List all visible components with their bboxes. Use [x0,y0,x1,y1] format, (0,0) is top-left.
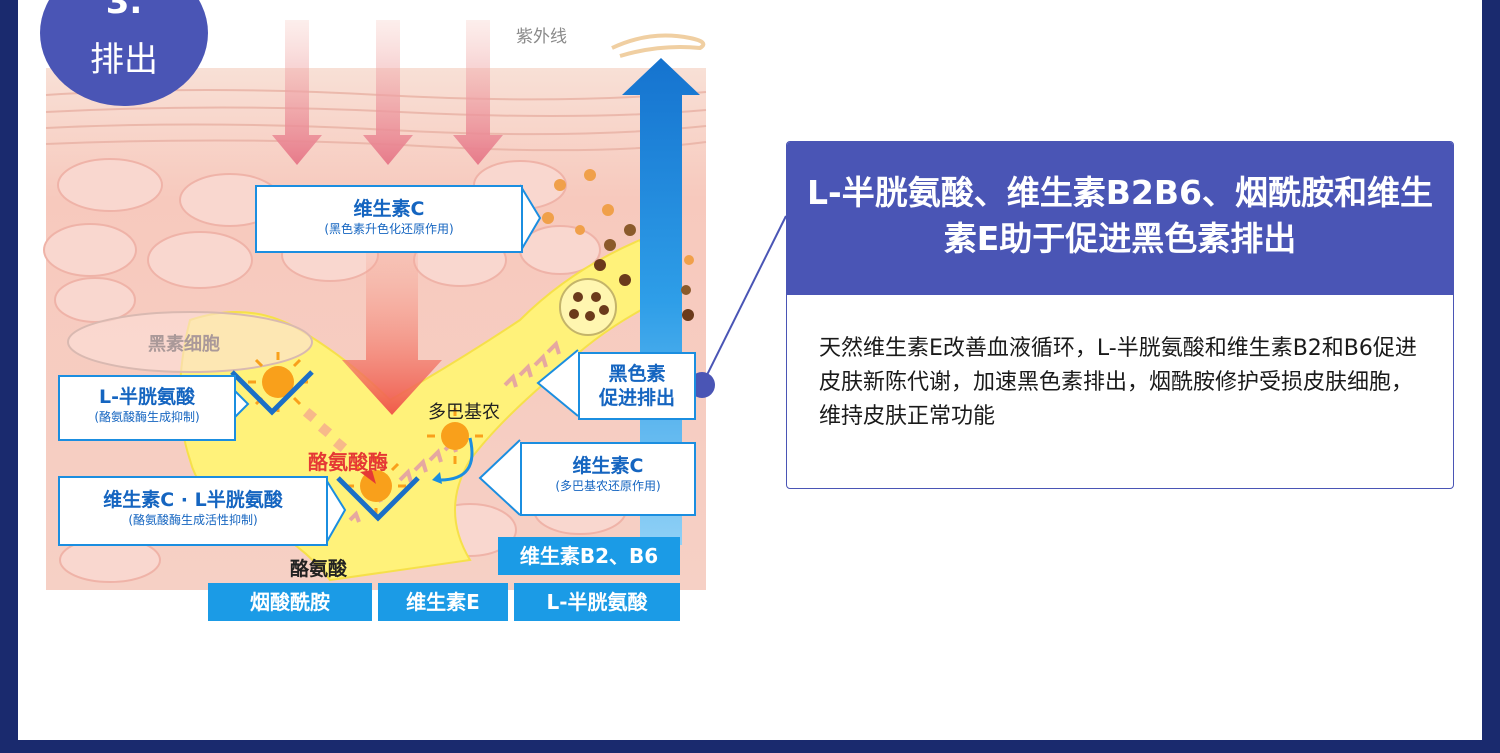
melanin-out-box: 黑色素 促进排出 [578,352,696,420]
panel-connector [701,215,787,386]
vitc-top-sub: (黑色素升色化还原作用) [324,222,454,236]
vitamin-b-tag: 维生素B2、B6 [498,537,680,575]
vitc-top-box: 维生素C (黑色素升色化还原作用) [255,185,523,253]
vitc-top-main: 维生素C [353,198,425,220]
tyrosine-label: 酪氨酸 [290,558,348,580]
melanocyte-outline [67,311,313,373]
info-panel-body: 天然维生素E改善血液循环，L-半胱氨酸和维生素B2和B6促进皮肤新陈代谢，加速黑… [819,336,1417,429]
melanin-out-sub: 促进排出 [598,387,675,409]
melanin-out-main: 黑色素 [608,363,666,385]
melanocyte-label: 黑素细胞 [148,334,220,355]
lcys-left-sub: (酪氨酸酶生成抑制) [94,410,200,424]
bottom-tag-l-cysteine: L-半胱氨酸 [514,583,680,621]
bottom-tag-niacinamide: 烟酸酰胺 [208,583,372,621]
uv-arrows [272,20,503,165]
melanin-dots [542,169,694,321]
vitc-right-sub: (多巴基农还原作用) [555,479,661,493]
melanin-granule [559,278,617,336]
bottom-tag-vitamin-e: 维生素E [378,583,508,621]
dopaquinone-label: 多巴基农 [428,402,500,423]
info-panel-title: L-半胱氨酸、维生素B2B6、烟酰胺和维生素E助于促进黑色素排出 [807,173,1433,258]
v-marker-2 [336,476,420,522]
vitc-right-main: 维生素C [572,455,644,477]
inhibition-burst-2 [427,408,483,464]
info-panel-header: L-半胱氨酸、维生素B2B6、烟酰胺和维生素E助于促进黑色素排出 [787,142,1453,295]
melanin-down-arrow [342,240,442,415]
v-marker-1 [230,370,314,416]
vitc-lcys-box: 维生素C · L半胱氨酸 (酪氨酸酶生成活性抑制) [58,476,328,546]
vitc-right-box: 维生素C (多巴基农还原作用) [520,442,696,516]
tyrosinase-burst [346,456,406,516]
reduction-arrow [439,437,474,482]
lcys-left-main: L-半胱氨酸 [99,386,195,408]
uv-squiggle [611,33,706,58]
step-number: 3. [105,0,143,22]
info-panel: L-半胱氨酸、维生素B2B6、烟酰胺和维生素E助于促进黑色素排出 天然维生素E改… [786,141,1454,489]
excretion-up-arrow [622,58,700,545]
uv-label: 紫外线 [516,27,567,47]
lcys-left-box: L-半胱氨酸 (酪氨酸酶生成抑制) [58,375,236,441]
dashed-path [302,407,348,453]
tyrosinase-label: 酪氨酸酶 [308,450,388,474]
vitc-lcys-sub: (酪氨酸酶生成活性抑制) [128,513,258,527]
step-title: 排出 [90,40,158,80]
vitc-lcys-main: 维生素C · L半胱氨酸 [103,489,283,511]
